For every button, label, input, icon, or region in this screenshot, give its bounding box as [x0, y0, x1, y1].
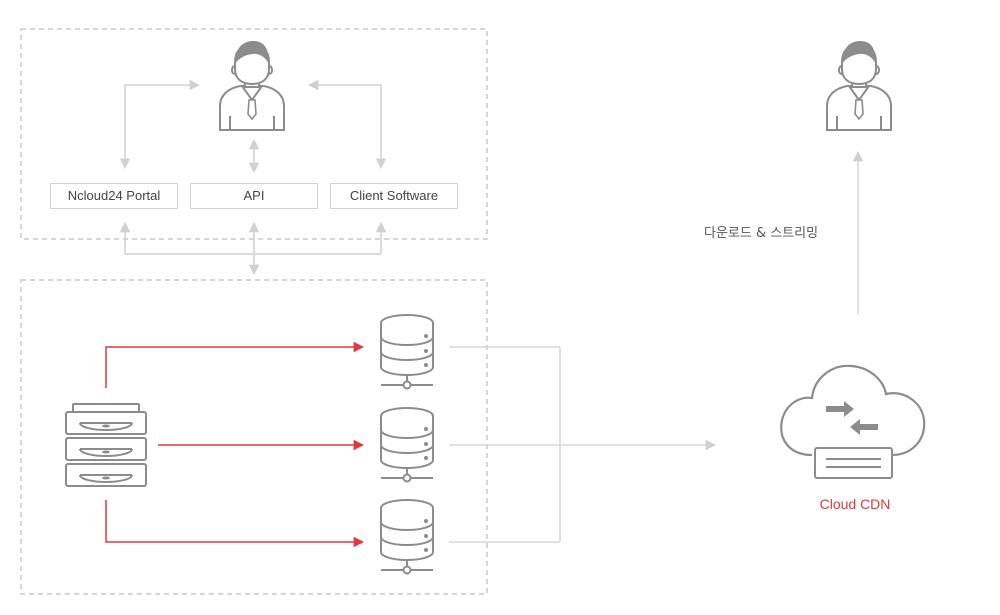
disk-array-icon — [65, 403, 147, 487]
access-method-api: API — [190, 183, 318, 209]
access-method-client-software: Client Software — [330, 183, 458, 209]
storage-group-box — [20, 279, 488, 595]
arrow-user-client — [307, 79, 387, 170]
cloud-cdn-label: Cloud CDN — [819, 496, 891, 512]
access-method-label: Client Software — [349, 188, 439, 203]
database-server-icon — [380, 499, 434, 575]
arrow-user-portal — [119, 79, 201, 170]
access-method-label: API — [243, 188, 265, 203]
user-icon — [219, 40, 285, 131]
download-streaming-label: 다운로드 & 스트리밍 — [704, 226, 819, 241]
cloud-cdn-icon — [780, 364, 926, 479]
database-server-icon — [380, 407, 434, 483]
user-icon — [826, 40, 892, 131]
database-server-icon — [380, 314, 434, 390]
access-method-label: Ncloud24 Portal — [67, 188, 161, 203]
red-arrow-bottom — [105, 500, 365, 548]
red-arrow-top — [105, 341, 365, 388]
access-method-portal: Ncloud24 Portal — [50, 183, 178, 209]
